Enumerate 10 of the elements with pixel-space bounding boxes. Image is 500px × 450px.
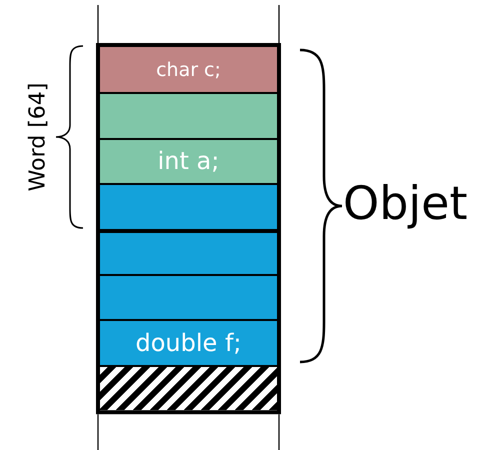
memory-cell: int a; <box>100 138 277 184</box>
object-label: Objet <box>343 176 468 230</box>
padding-cell <box>100 364 277 410</box>
word-size-label: Word [64] <box>26 82 50 192</box>
memory-cell: char c; <box>100 47 277 92</box>
memory-cell <box>100 183 277 229</box>
memory-cell: double f; <box>100 319 277 365</box>
memory-cell <box>100 92 277 138</box>
memory-cell <box>100 274 277 320</box>
memory-cell <box>100 228 277 274</box>
